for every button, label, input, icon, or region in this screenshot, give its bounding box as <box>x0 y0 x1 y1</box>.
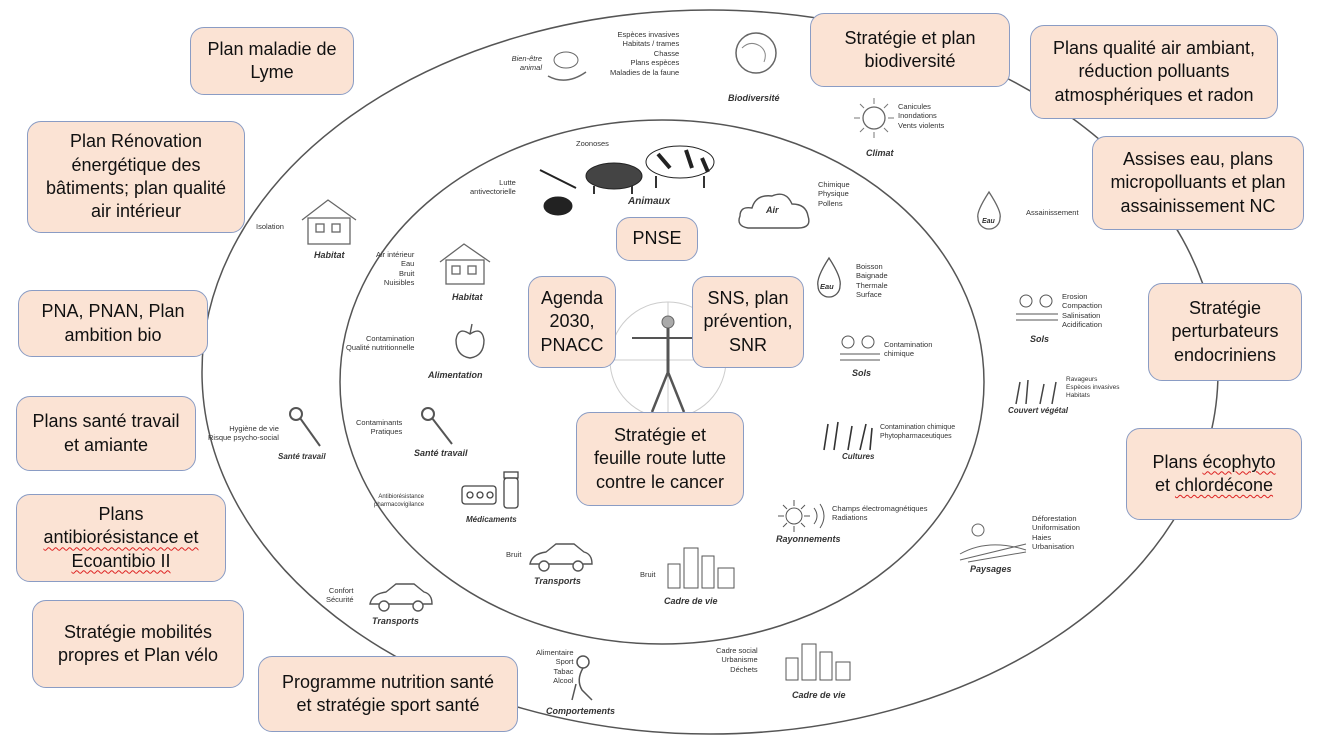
radiation-icon <box>778 500 825 532</box>
title-eau-outer: Eau <box>982 218 995 225</box>
title-rayonnements: Rayonnements <box>776 534 841 544</box>
pills-icon <box>461 471 519 509</box>
title-cadre-inner: Cadre de vie <box>664 596 718 606</box>
sun-icon <box>854 98 894 138</box>
car-icon-inner <box>529 543 593 572</box>
title-climat: Climat <box>866 148 894 158</box>
water-drop-icon-inner <box>817 256 841 298</box>
label-assainissement: Assainissement <box>1026 208 1079 217</box>
wrench-icon-inner <box>421 407 453 445</box>
boar-cow-icon <box>585 145 715 194</box>
plants-icon <box>1015 379 1057 405</box>
title-sante-outer: Santé travail <box>278 452 326 461</box>
label-zoonoses: Zoonoses <box>576 139 609 148</box>
title-animaux: Animaux <box>628 196 671 207</box>
box-air-ambiant: Plans qualité air ambiant,réduction poll… <box>1030 25 1278 119</box>
title-medicaments: Médicaments <box>466 515 517 524</box>
wrench-icon <box>289 407 321 447</box>
hand-animal-icon <box>547 51 587 81</box>
house-icon <box>301 199 357 245</box>
label-isolation: Isolation <box>256 222 284 231</box>
box-pnse: PNSE <box>616 217 698 261</box>
title-air: Air <box>766 205 779 215</box>
apple-icon <box>455 323 485 359</box>
title-transports-inner: Transports <box>534 576 581 586</box>
soil-icon-inner <box>840 335 880 361</box>
title-cultures: Cultures <box>842 452 875 461</box>
title-biodiversite: Biodiversité <box>728 93 780 103</box>
title-sols-inner: Sols <box>852 368 872 378</box>
title-couvert: Couvert végétal <box>1008 406 1069 415</box>
cloud-icon <box>738 193 810 229</box>
label-bien-etre-animal: Bien-être animal <box>511 54 542 73</box>
city-icon-inner <box>667 547 735 589</box>
mosquito-rat-icon <box>539 169 577 216</box>
crops-icon <box>823 421 873 451</box>
title-habitat-inner: Habitat <box>452 292 483 302</box>
globe-biodiversity-icon <box>735 32 777 74</box>
landscape-icon <box>959 523 1027 563</box>
water-drop-icon <box>977 190 1001 230</box>
title-cadre-outer: Cadre de vie <box>792 690 846 700</box>
city-icon <box>785 643 851 681</box>
title-habitat-outer: Habitat <box>314 250 345 260</box>
inner-ellipse <box>339 119 985 645</box>
thinker-icon <box>571 655 593 701</box>
car-icon <box>369 583 433 612</box>
title-sante-inner: Santé travail <box>414 448 468 458</box>
title-alimentation: Alimentation <box>428 370 483 380</box>
label-bruit-cadre: Bruit <box>640 570 656 579</box>
label-bruit-transports: Bruit <box>506 550 522 559</box>
title-transports-outer: Transports <box>372 616 419 626</box>
title-eau-inner: Eau <box>820 282 834 291</box>
title-sols-outer: Sols <box>1030 334 1050 344</box>
house-icon-inner <box>439 243 491 285</box>
soil-icon <box>1016 294 1058 321</box>
title-comportements: Comportements <box>546 706 616 716</box>
title-paysages: Paysages <box>970 564 1012 574</box>
